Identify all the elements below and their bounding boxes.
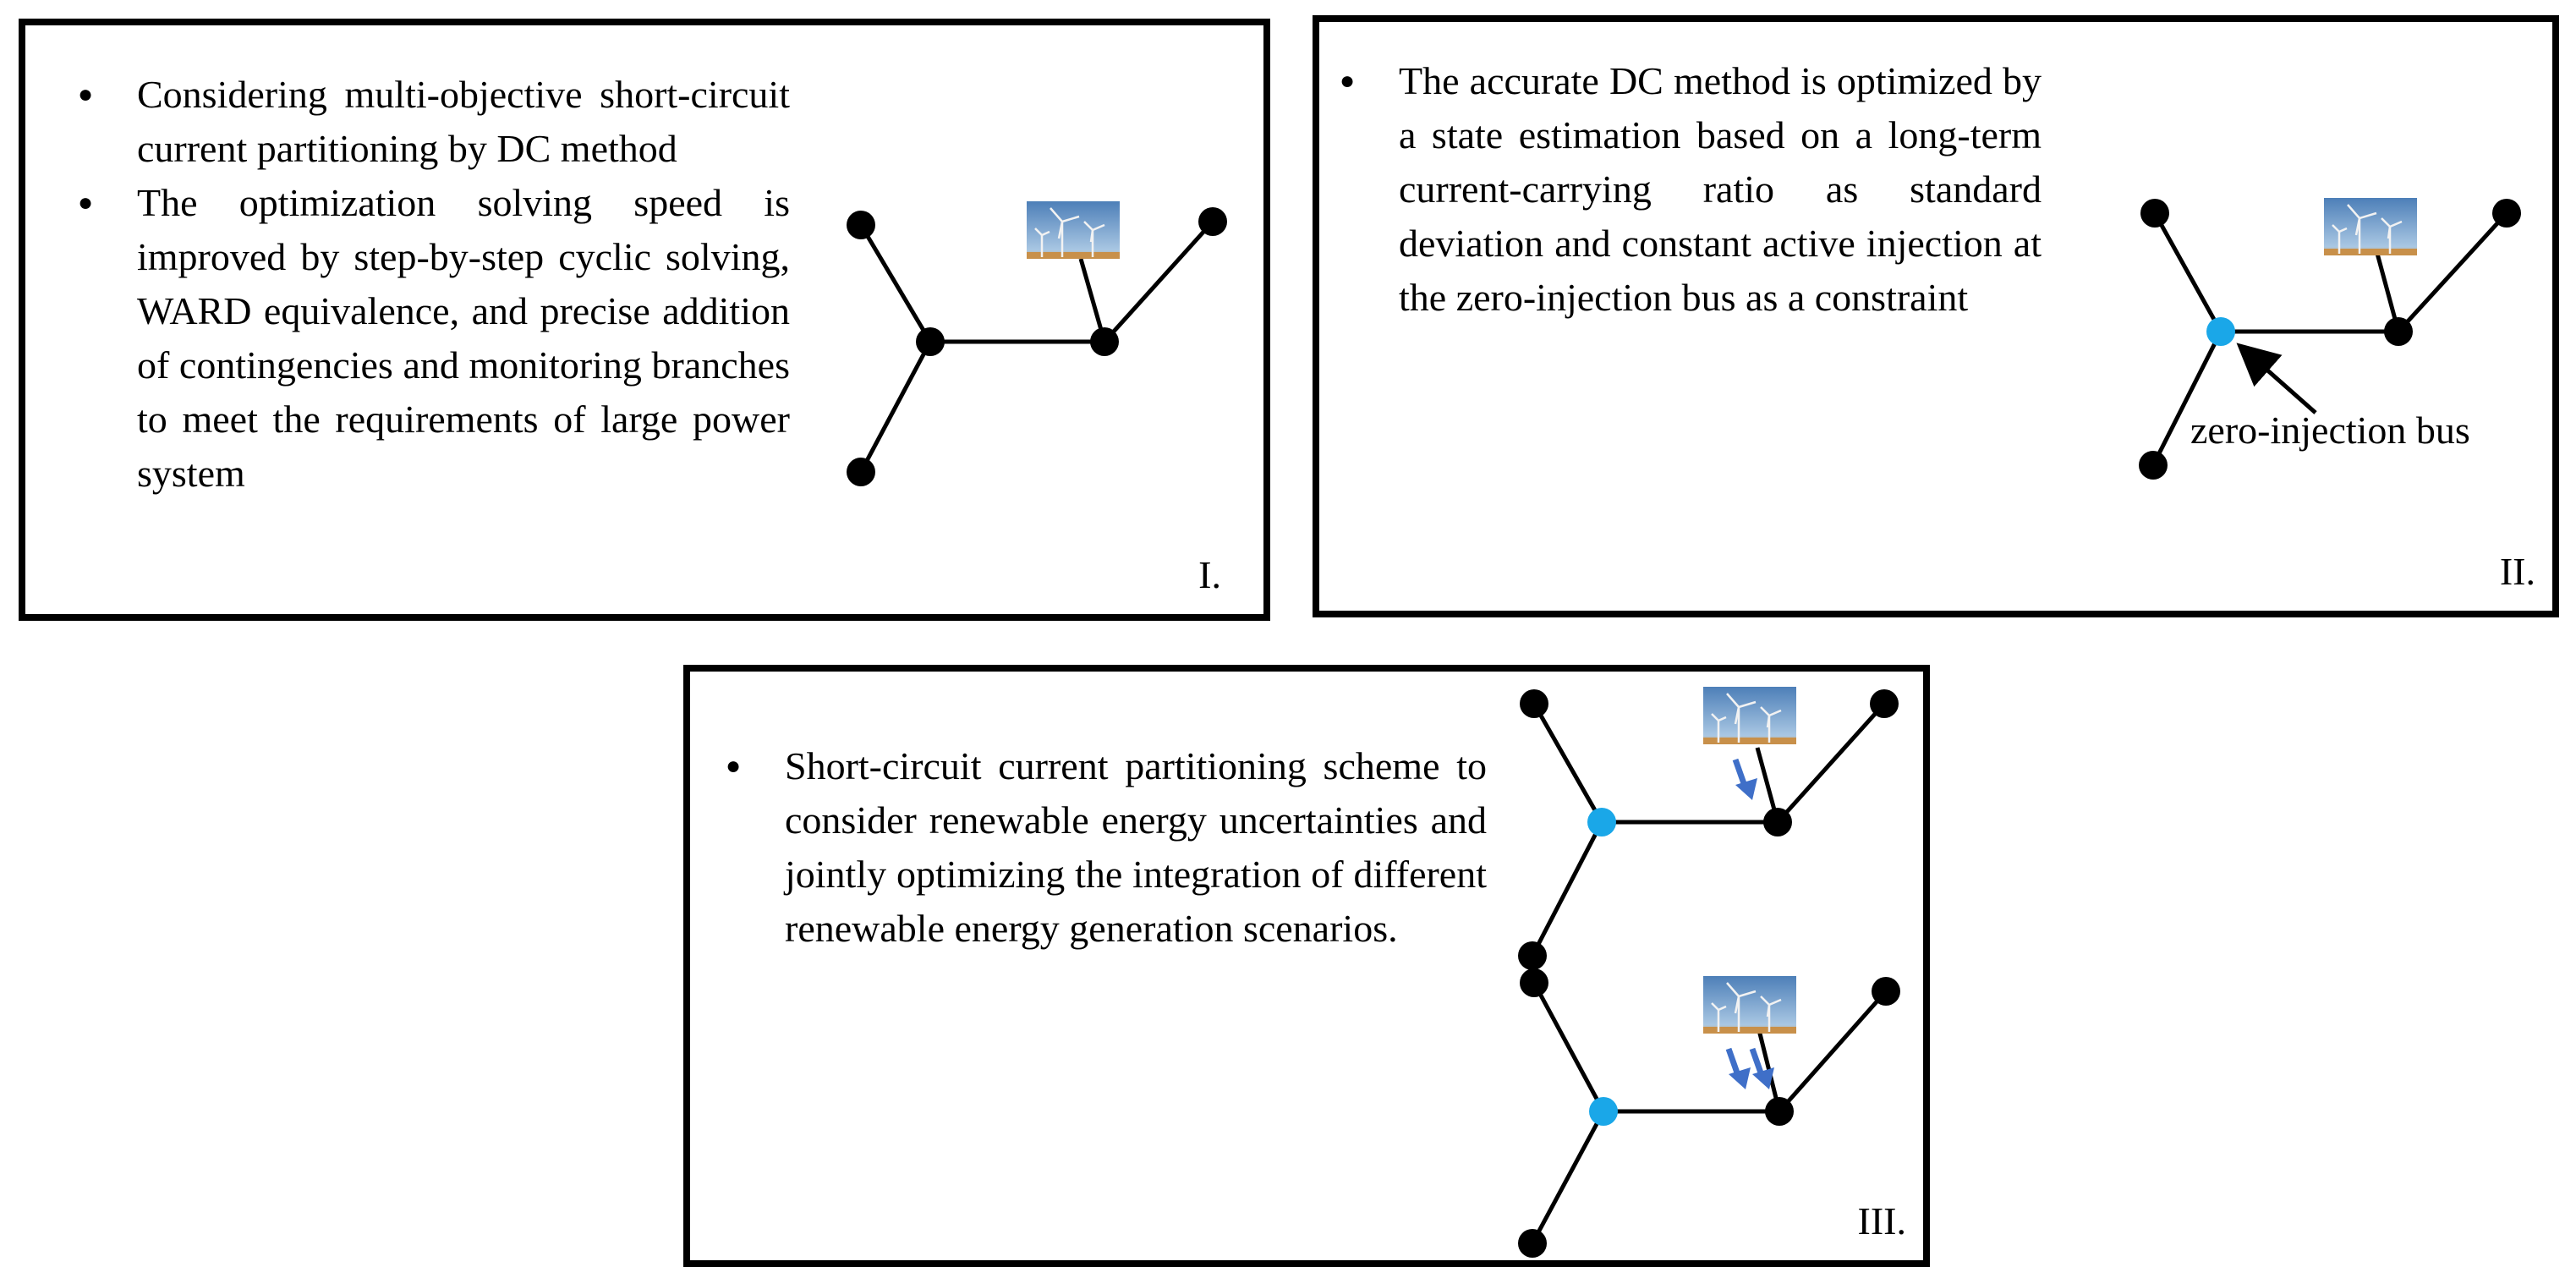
blue-down-arrow-icon [1732, 758, 1757, 800]
zero-injection-bus-node [2206, 317, 2235, 346]
panel-1-bullets: Considering multi-objective short-circui… [78, 68, 790, 501]
panel-label: I. [1198, 553, 1221, 596]
bus-node [2492, 199, 2521, 228]
panel-3: Short-circuit current partitioning schem… [683, 665, 1930, 1267]
bus-node [2140, 199, 2169, 228]
blue-double-arrow-icon [1725, 1047, 1774, 1089]
zero-injection-arrow [2236, 343, 2317, 414]
bullet-item: Considering multi-objective short-circui… [78, 68, 790, 176]
wind-turbine-icon [1702, 974, 1798, 1035]
panel-3-network-diagram [1518, 685, 1900, 1258]
bus-node [847, 458, 875, 486]
bullet-item: The optimization solving speed is improv… [78, 176, 790, 501]
panel-1: Considering multi-objective short-circui… [19, 19, 1270, 621]
zero-injection-bus-node [1589, 1097, 1618, 1126]
bus-node [1090, 327, 1119, 356]
bus-node [916, 327, 945, 356]
panel-2-network-diagram: zero-injection bus [2139, 196, 2521, 480]
panel-label: II. [2499, 550, 2535, 593]
bus-node [847, 211, 875, 239]
panel-label: III. [1857, 1199, 1906, 1242]
bus-node [1198, 207, 1227, 236]
wind-turbine-icon [2322, 196, 2419, 257]
panel-2: The accurate DC method is optimized by a… [1313, 15, 2559, 617]
bus-node [2139, 451, 2168, 480]
wind-turbine-icon [1702, 685, 1798, 746]
zero-injection-bus-label: zero-injection bus [2190, 409, 2470, 452]
wind-turbine-icon [1025, 200, 1121, 261]
bullet-item: Short-circuit current partitioning schem… [726, 739, 1487, 956]
bullet-item: The accurate DC method is optimized by a… [1340, 54, 2042, 325]
zero-injection-bus-node [1587, 808, 1616, 836]
panel-1-network-diagram [847, 200, 1227, 486]
panel-2-bullets: The accurate DC method is optimized by a… [1340, 54, 2042, 325]
bus-node [2384, 317, 2413, 346]
panel-3-bullets: Short-circuit current partitioning schem… [726, 739, 1487, 956]
